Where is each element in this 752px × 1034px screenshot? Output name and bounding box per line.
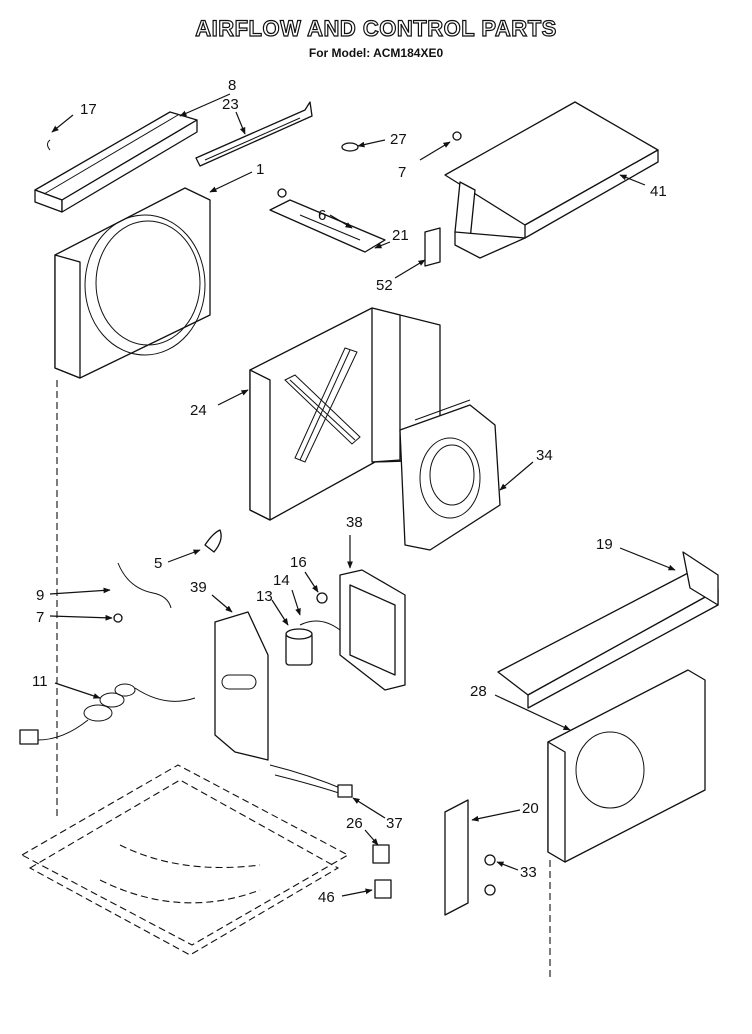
part-52-plate xyxy=(424,227,441,267)
part-7-screw-lower xyxy=(113,613,123,623)
callout-6: 6 xyxy=(318,207,326,224)
part-38-control-bracket xyxy=(339,569,406,691)
callout-39: 39 xyxy=(190,579,207,596)
part-28-orifice-panel xyxy=(547,669,706,863)
callout-28: 28 xyxy=(470,683,487,700)
callout-38: 38 xyxy=(346,514,363,531)
callout-41: 41 xyxy=(650,183,667,200)
part-9-sensor-lead xyxy=(117,562,172,609)
diagram-subtitle: For Model: ACM184XE0 xyxy=(308,46,444,60)
callout-7-top: 7 xyxy=(398,164,406,181)
callout-27: 27 xyxy=(390,131,407,148)
part-8-top-rail xyxy=(34,111,198,213)
part-17-clip xyxy=(47,139,51,151)
part-39-control-panel xyxy=(214,611,269,761)
callout-5: 5 xyxy=(154,555,162,572)
callout-33: 33 xyxy=(520,864,537,881)
part-34-blower-housing xyxy=(399,399,501,551)
callout-37: 37 xyxy=(386,815,403,832)
part-37-wire-harness xyxy=(269,764,353,798)
part-21-bracket xyxy=(269,199,386,253)
part-27-gasket xyxy=(341,142,359,152)
part-11-power-cord xyxy=(19,683,196,745)
part-16-screw xyxy=(316,592,328,604)
part-41-top-cover xyxy=(444,101,659,259)
callout-11: 11 xyxy=(32,673,48,690)
part-5-clip xyxy=(204,529,222,553)
callout-19: 19 xyxy=(596,536,613,553)
callout-20: 20 xyxy=(522,800,539,817)
base-pan-outline xyxy=(20,764,350,956)
part-13-capacitor xyxy=(285,628,313,666)
part-26-switch xyxy=(372,844,390,864)
callout-34: 34 xyxy=(536,447,553,464)
callout-26: 26 xyxy=(346,815,363,832)
callout-17: 17 xyxy=(80,101,97,118)
part-14-strap xyxy=(299,620,341,631)
part-46-switch xyxy=(374,879,392,899)
callout-16: 16 xyxy=(290,554,307,571)
callout-52: 52 xyxy=(376,277,393,294)
part-19-top-panel xyxy=(497,551,719,709)
leader-lines xyxy=(49,93,676,897)
callout-14: 14 xyxy=(273,572,290,589)
callout-8: 8 xyxy=(228,77,236,94)
callout-21: 21 xyxy=(392,227,409,244)
part-24-partition xyxy=(249,307,441,521)
callout-13: 13 xyxy=(256,588,273,605)
part-20-mounting-bracket xyxy=(444,799,469,916)
callout-24: 24 xyxy=(190,402,207,419)
part-1-fan-shroud xyxy=(54,187,211,379)
callout-1: 1 xyxy=(256,161,264,178)
callout-46: 46 xyxy=(318,889,335,906)
diagram-title: AIRFLOW AND CONTROL PARTS xyxy=(195,15,557,41)
callout-labels: 17 8 23 27 7 41 1 6 21 52 24 34 5 38 19 … xyxy=(32,77,667,906)
callout-7-lower: 7 xyxy=(36,609,44,626)
callout-23: 23 xyxy=(222,96,239,113)
callout-9: 9 xyxy=(36,587,44,604)
part-33-screws xyxy=(484,854,496,896)
part-23-strap xyxy=(195,101,313,167)
